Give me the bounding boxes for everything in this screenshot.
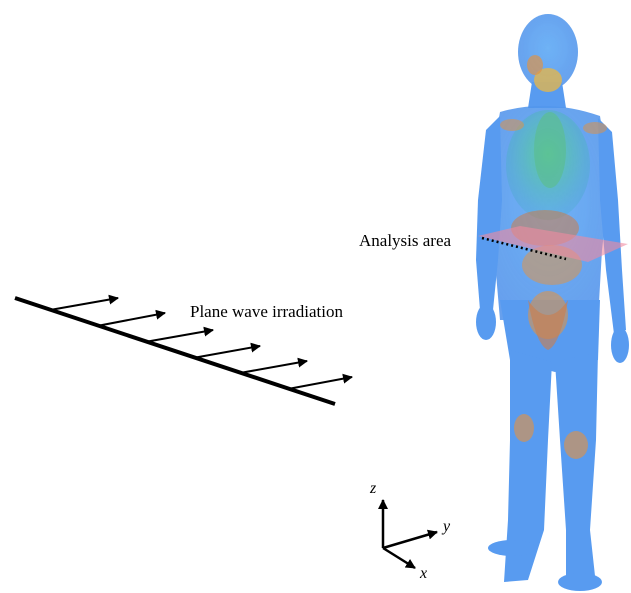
y-axis-label: y xyxy=(443,518,450,536)
human-body-icon xyxy=(476,14,629,591)
xyz-axes-icon xyxy=(383,500,437,568)
plane-wave-label: Plane wave irradiation xyxy=(190,302,343,322)
x-axis xyxy=(383,548,415,568)
z-axis-label: z xyxy=(370,480,376,498)
wave-arrow xyxy=(288,377,352,389)
analysis-area-label: Analysis area xyxy=(359,231,451,251)
wave-arrow xyxy=(193,346,260,358)
wave-arrow xyxy=(97,313,165,326)
wave-arrow xyxy=(240,361,307,373)
wave-arrow xyxy=(145,330,213,342)
wave-arrow xyxy=(50,298,118,310)
y-axis xyxy=(383,532,437,548)
x-axis-label: x xyxy=(420,565,427,583)
